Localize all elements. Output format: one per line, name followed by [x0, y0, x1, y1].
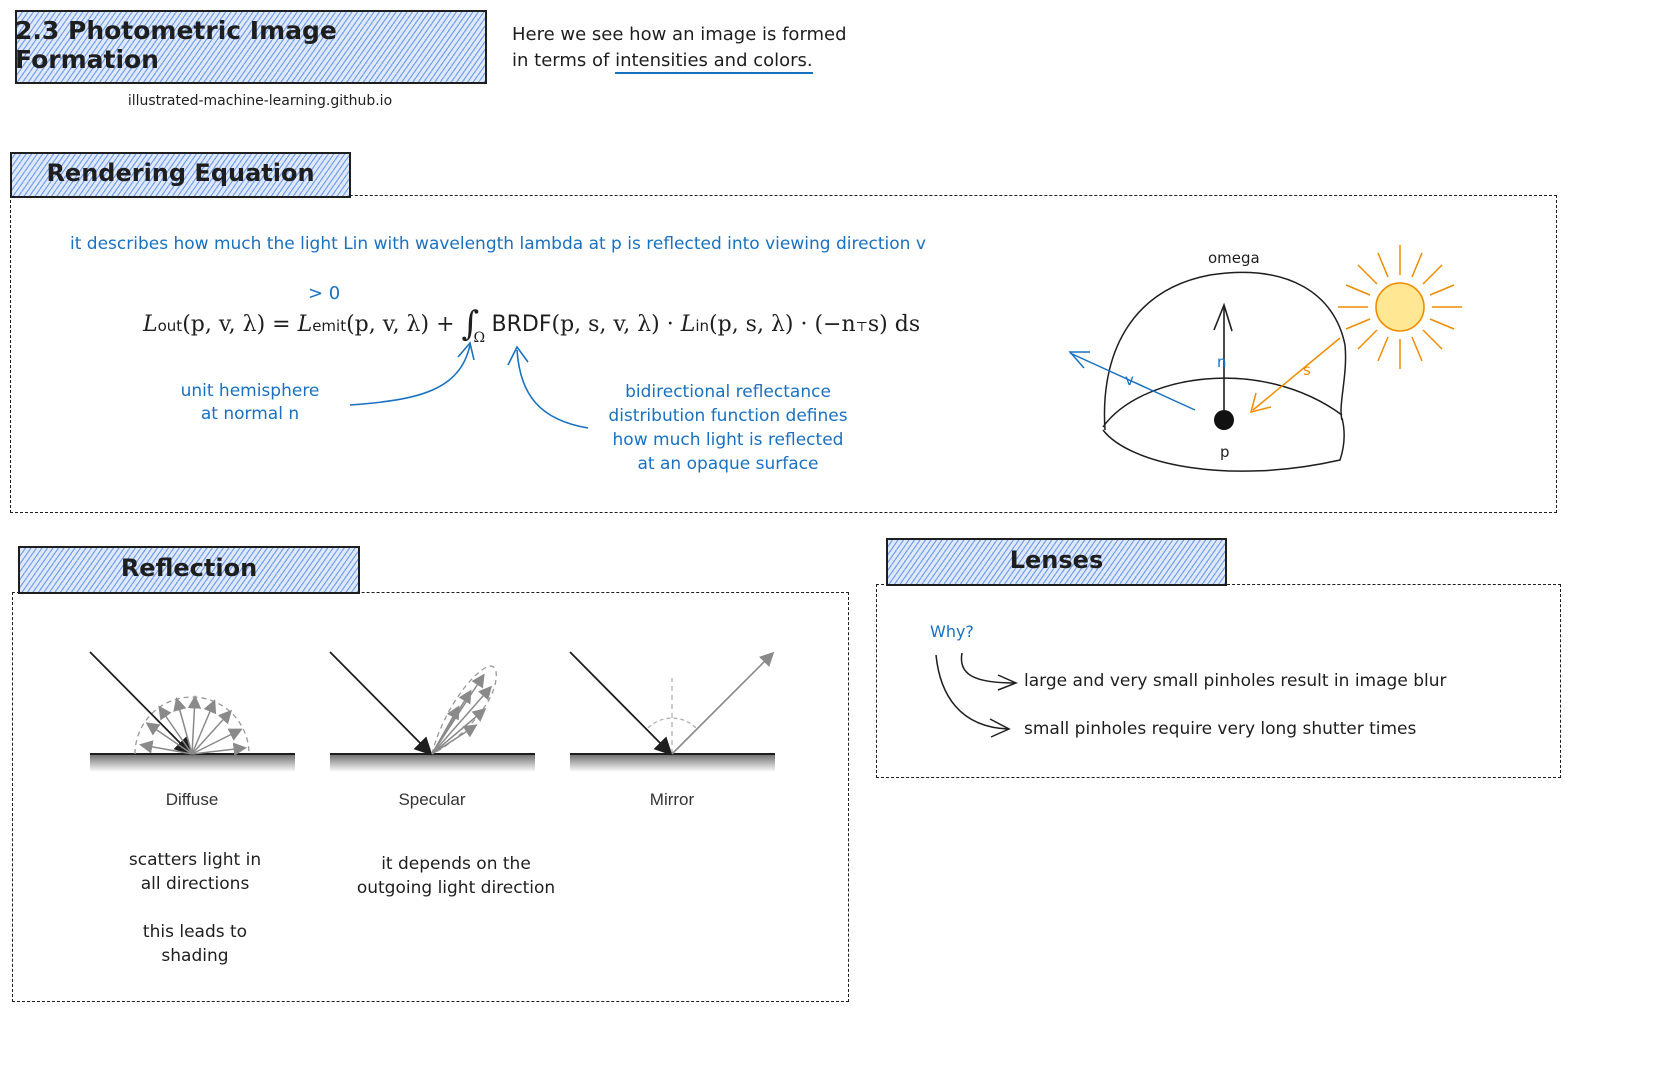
sun-icon	[1338, 245, 1462, 369]
eq-integral-sub: Ω	[473, 330, 486, 346]
specular-diagram	[329, 651, 535, 772]
diffuse-label: Diffuse	[165, 790, 219, 809]
reflection-diagrams	[89, 651, 775, 772]
rendering-description: it describes how much the light Lin with…	[70, 234, 926, 254]
lenses-why: Why?	[930, 622, 974, 641]
eq-integral: ∫ Ω	[461, 304, 486, 346]
eq-brdf: BRDF	[491, 312, 552, 337]
lenses-heading-box	[886, 538, 1227, 586]
eq-transpose: ⊤	[855, 320, 868, 335]
point-label: p	[1220, 443, 1230, 461]
hemisphere-dome	[1103, 271, 1347, 431]
eq-lin: L	[680, 312, 696, 337]
intro-line-2: in terms of intensities and colors.	[512, 48, 847, 74]
brdf-note: bidirectional reflectance distribution f…	[608, 382, 848, 474]
eq-args-3: (p, s, v, λ) ·	[551, 312, 681, 337]
diffuse-note: scatters light in all directions	[128, 850, 262, 894]
omega-label: omega	[1208, 249, 1260, 267]
reflection-heading: Reflection	[120, 554, 258, 582]
view-label: v	[1125, 371, 1134, 389]
eq-args-5: s) ds	[867, 312, 921, 337]
eq-lout-sub: out	[157, 317, 183, 335]
reflection-section-frame	[12, 592, 849, 1002]
lens-reason-1: large and very small pinholes result in …	[1024, 671, 1447, 691]
shading-note: this leads to shading	[142, 922, 248, 966]
rendering-heading-box	[10, 152, 351, 198]
page-title: 2.3 Photometric Image Formation	[15, 16, 337, 74]
surface-point	[1214, 410, 1234, 430]
intro-highlight: intensities and colors.	[615, 50, 813, 74]
hemisphere-note: unit hemisphere at normal n	[180, 381, 320, 424]
intro-text: Here we see how an image is formed in te…	[512, 22, 847, 74]
page-title-box	[15, 10, 487, 84]
lenses-arrows	[935, 652, 1018, 738]
eq-args-4: (p, s, λ) · (−n	[709, 312, 856, 337]
specular-note: it depends on the outgoing light directi…	[356, 854, 556, 898]
rendering-heading: Rendering Equation	[46, 159, 315, 187]
eq-lemit: L	[297, 312, 313, 337]
eq-lout: L	[143, 312, 158, 337]
emit-note: > 0	[308, 283, 341, 304]
source-label: s	[1303, 361, 1311, 379]
mirror-diagram	[569, 651, 775, 772]
rendering-section-frame	[10, 195, 1557, 513]
eq-lemit-sub: emit	[312, 317, 347, 335]
specular-label: Specular	[398, 790, 466, 809]
diffuse-diagram	[89, 651, 295, 772]
source-url: illustrated-machine-learning.github.io	[127, 93, 393, 109]
lens-reason-2: small pinholes require very long shutter…	[1024, 719, 1417, 739]
eq-lin-sub: in	[695, 317, 710, 335]
normal-label: n	[1217, 353, 1227, 371]
eq-args-2: (p, v, λ) +	[346, 312, 462, 337]
mirror-label: Mirror	[649, 790, 695, 809]
light-vector	[1252, 337, 1341, 411]
intro-line-1: Here we see how an image is formed	[512, 24, 847, 45]
eq-args-1: (p, v, λ) =	[182, 312, 298, 337]
hemisphere-diagram: omega n v s p	[1068, 245, 1462, 472]
lenses-heading: Lenses	[1009, 546, 1104, 574]
view-vector	[1069, 352, 1196, 411]
reflection-heading-box	[18, 546, 360, 594]
